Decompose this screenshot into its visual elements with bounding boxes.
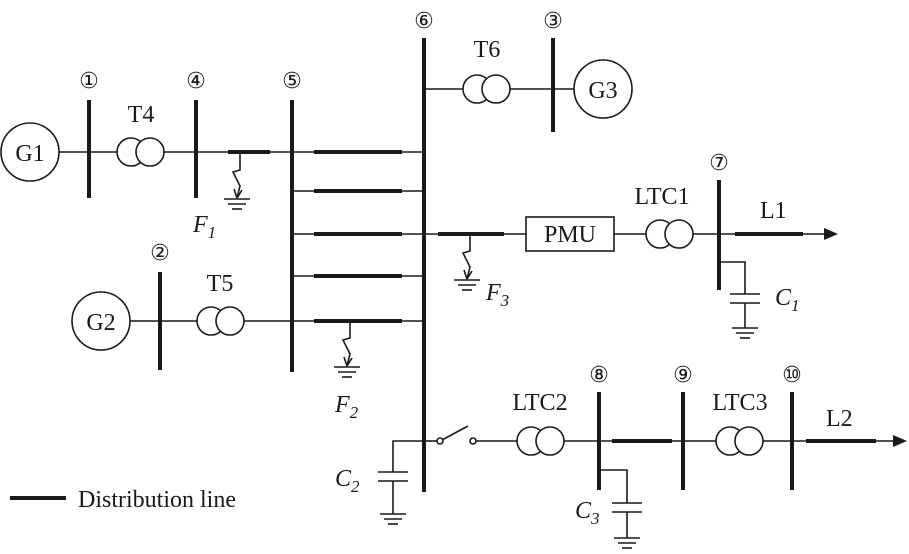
- transformer-ltc2-label: LTC2: [512, 390, 567, 416]
- bus-3-label: ③: [543, 9, 563, 34]
- transformer-t6-label: T6: [474, 37, 501, 63]
- capacitor-c2-lead: [392, 440, 424, 472]
- switch: [436, 425, 477, 445]
- transformer-ltc3-winding-2: [734, 426, 764, 456]
- transformer-t6: [462, 74, 511, 104]
- capacitor-c3: [599, 469, 642, 549]
- fault-f3-label: F3: [485, 280, 509, 310]
- fault-f2-label: F2: [334, 392, 359, 422]
- legend: Distribution line: [10, 487, 236, 513]
- fault-f2-bolt: [341, 323, 353, 367]
- transformer-ltc2-winding-2: [535, 426, 565, 456]
- bus-8-label: ⑧: [589, 363, 609, 388]
- load-l2-label: L2: [826, 406, 853, 432]
- transformer-ltc2: [516, 426, 565, 456]
- generator-g3-symbol: [573, 59, 633, 119]
- transformer-t5: [196, 306, 245, 336]
- load-l2-arrow-icon: [893, 435, 907, 447]
- transformer-ltc3: [715, 426, 764, 456]
- transformer-ltc1-winding-2: [664, 219, 694, 249]
- transformer-t5-winding-2: [215, 306, 245, 336]
- load-l1-label: L1: [760, 198, 787, 224]
- switch-contact-left: [436, 437, 444, 445]
- fault-f3: [454, 236, 480, 291]
- generator-g2-label: G2: [86, 310, 115, 336]
- generator-g1-label: G1: [15, 141, 44, 167]
- capacitor-c3-lead: [599, 469, 628, 503]
- capacitor-c2: [378, 440, 424, 525]
- capacitor-c1-label: C1: [775, 285, 800, 315]
- pmu-label: PMU: [544, 222, 596, 248]
- transformer-t4: [116, 137, 165, 167]
- fault-f1: [224, 154, 250, 210]
- transformer-t5-label: T5: [207, 271, 234, 297]
- generator-g3: G3: [573, 59, 633, 119]
- bus-4-label: ④: [186, 69, 206, 94]
- generator-g1: G1: [0, 122, 60, 182]
- bus-5-label: ⑤: [282, 69, 302, 94]
- switch-blade: [441, 425, 469, 441]
- capacitor-c2-label: C2: [335, 466, 360, 496]
- bus-6-label: ⑥: [414, 9, 434, 34]
- bus-10-label: ⑩: [782, 363, 802, 388]
- pmu-box: [525, 216, 615, 252]
- fault-f3-bolt: [461, 236, 473, 280]
- capacitor-c3-label: C3: [575, 498, 600, 528]
- generator-g3-label: G3: [588, 78, 617, 104]
- bus-1-label: ①: [79, 69, 99, 94]
- bus-2-label: ②: [150, 241, 170, 266]
- fault-f2: [334, 323, 360, 378]
- legend-label: Distribution line: [78, 487, 236, 513]
- fault-f1-bolt: [231, 154, 243, 199]
- fault-f1-label: F1: [192, 212, 216, 242]
- capacitor-c1: [719, 261, 760, 339]
- transformer-t6-winding-2: [481, 74, 511, 104]
- transformer-ltc3-label: LTC3: [712, 390, 767, 416]
- capacitor-c1-lead: [719, 261, 746, 294]
- bus-7-label: ⑦: [709, 151, 729, 176]
- transformer-ltc1: [645, 219, 694, 249]
- generator-g2: G2: [71, 291, 131, 351]
- transformer-ltc1-label: LTC1: [634, 184, 689, 210]
- bus-9-label: ⑨: [673, 363, 693, 388]
- transformer-t4-winding-2: [135, 137, 165, 167]
- switch-contact-right: [469, 437, 477, 445]
- load-l1-arrow-icon: [824, 228, 838, 240]
- pmu-device: PMU: [525, 216, 615, 252]
- transformer-t4-label: T4: [128, 102, 155, 128]
